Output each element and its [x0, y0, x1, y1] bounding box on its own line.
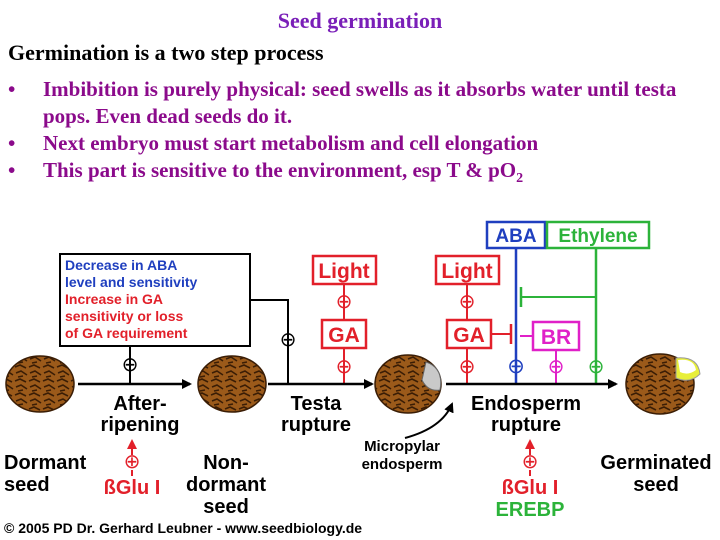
bullet-list: • Imbibition is purely physical: seed swe…: [8, 76, 713, 192]
info-line-1: Decrease in ABA: [65, 257, 177, 273]
info-line-2: level and sensitivity: [65, 274, 197, 290]
bullet-item: • This part is sensitive to the environme…: [8, 157, 713, 192]
ga-box-1: [320, 318, 368, 350]
testa-label-1: Testa: [291, 393, 343, 415]
bullet-marker: •: [8, 77, 16, 101]
ethylene-label: Ethylene: [558, 226, 637, 247]
bullet-sub-main: O: [499, 158, 517, 182]
bullet-subscript: 2: [516, 171, 524, 187]
ethylene-box: [545, 220, 651, 250]
dormant-seed-image: [5, 355, 75, 413]
testa-link: [250, 299, 289, 383]
dormant-label-2: seed: [4, 474, 50, 496]
br-box: [531, 320, 581, 352]
bullet-item: • Next embryo must start metabolism and c…: [8, 130, 713, 157]
bglu-label-2: ßGlu I: [502, 477, 559, 499]
light-box-2: [434, 254, 501, 286]
light-ga-plus-1: ⊕: [336, 289, 353, 313]
slide-heading: Germination is a two step process: [8, 40, 324, 65]
bglu-plus-2: ⊕: [522, 449, 539, 473]
micropylar-label-1: Micropylar: [364, 438, 440, 455]
erebp-label: EREBP: [496, 499, 565, 521]
testa-rupture-seed-image: [374, 354, 442, 414]
light-label-1: Light: [318, 260, 369, 283]
endosperm-label-2: rupture: [491, 414, 561, 436]
dormant-label-1: Dormant: [4, 452, 87, 474]
bullet-text: Imbibition is purely physical: seed swel…: [43, 77, 677, 128]
nondormant-label-3: seed: [203, 496, 249, 518]
endosperm-label-1: Endosperm: [471, 393, 581, 415]
bglu-plus-1: ⊕: [124, 449, 141, 473]
germinated-label-2: seed: [633, 474, 679, 496]
testa-label-2: rupture: [281, 414, 351, 436]
aba-label: ABA: [495, 226, 536, 247]
slide-title: Seed germination: [277, 8, 443, 33]
ga-seed-plus-2: ⊕: [459, 354, 476, 378]
info-box: [59, 253, 251, 347]
light-label-2: Light: [441, 260, 492, 283]
ga-label-2: GA: [453, 324, 485, 347]
ethylene-plus: ⊕: [588, 354, 605, 378]
nondormant-label-1: Non-: [203, 452, 249, 474]
bglu-label-1: ßGlu I: [104, 477, 161, 499]
after-ripening-label-2: ripening: [101, 414, 180, 436]
bullet-item: • Imbibition is purely physical: seed swe…: [8, 76, 713, 130]
nondormant-seed-image: [197, 355, 267, 413]
ga-seed-plus-1: ⊕: [336, 354, 353, 378]
testa-link-plus: ⊕: [280, 327, 297, 351]
br-label: BR: [541, 326, 571, 349]
br-plus: ⊕: [548, 354, 565, 378]
light-box-1: [311, 254, 378, 286]
info-line-5: of GA requirement: [65, 325, 188, 341]
germinated-seed-image: [625, 353, 701, 415]
after-ripening-label-1: After-: [113, 393, 166, 415]
bullet-marker: •: [8, 158, 16, 182]
ga-label-1: GA: [328, 324, 360, 347]
info-line-4: sensitivity or loss: [65, 308, 183, 324]
aba-minus: ⊖: [507, 354, 525, 378]
bullet-text: Next embryo must start metabolism and ce…: [43, 131, 539, 155]
micropylar-pointer: [404, 402, 454, 439]
germinated-label-1: Germinated: [600, 452, 711, 474]
bullet-text: This part is sensitive to the environmen…: [43, 158, 500, 182]
copyright-text: © 2005 PD Dr. Gerhard Leubner - www.seed…: [4, 520, 362, 536]
bullet-marker: •: [8, 131, 16, 155]
nondormant-label-2: dormant: [186, 474, 266, 496]
aba-box: [485, 220, 547, 250]
info-line-3: Increase in GA: [65, 291, 163, 307]
micropylar-label-2: endosperm: [362, 456, 443, 473]
info-plus: ⊕: [122, 352, 139, 376]
light-ga-plus-2: ⊕: [459, 289, 476, 313]
